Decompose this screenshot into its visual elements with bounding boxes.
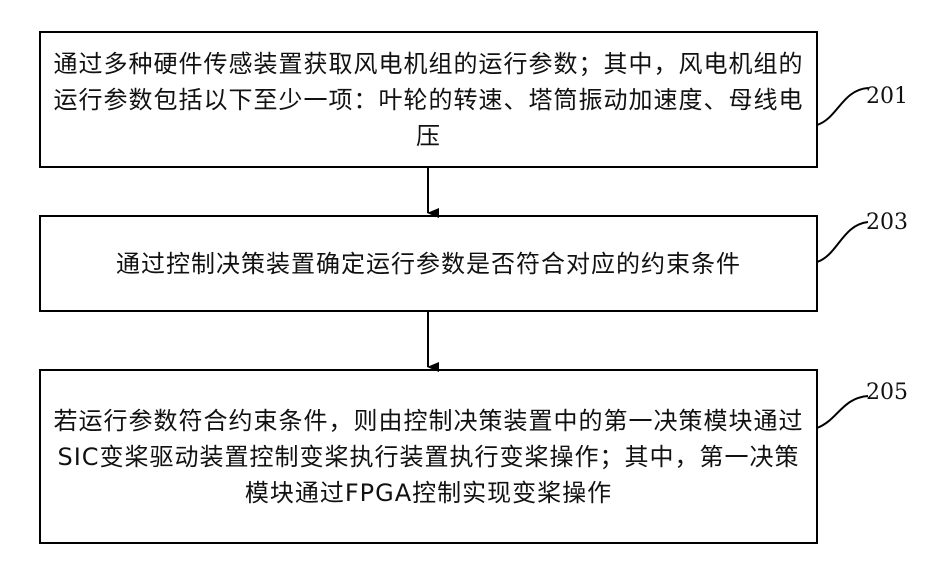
- ref-label-201: 201: [866, 84, 908, 109]
- step-text-201: 通过多种硬件传感装置获取风电机组的运行参数；其中，风电机组的运行参数包括以下至少…: [51, 46, 806, 154]
- ref-label-203: 203: [866, 210, 908, 235]
- ref-label-205: 205: [866, 380, 908, 405]
- step-box-201: 通过多种硬件传感装置获取风电机组的运行参数；其中，风电机组的运行参数包括以下至少…: [39, 31, 818, 168]
- leader-line-201: [817, 88, 868, 125]
- step-text-205: 若运行参数符合约束条件，则由控制决策装置中的第一决策模块通过SIC变桨驱动装置控…: [51, 403, 806, 511]
- step-text-203: 通过控制决策装置确定运行参数是否符合对应的约束条件: [116, 246, 741, 282]
- step-box-205: 若运行参数符合约束条件，则由控制决策装置中的第一决策模块通过SIC变桨驱动装置控…: [39, 369, 818, 544]
- leader-line-203: [817, 222, 868, 262]
- step-box-203: 通过控制决策装置确定运行参数是否符合对应的约束条件: [39, 215, 818, 312]
- leader-line-205: [817, 396, 868, 428]
